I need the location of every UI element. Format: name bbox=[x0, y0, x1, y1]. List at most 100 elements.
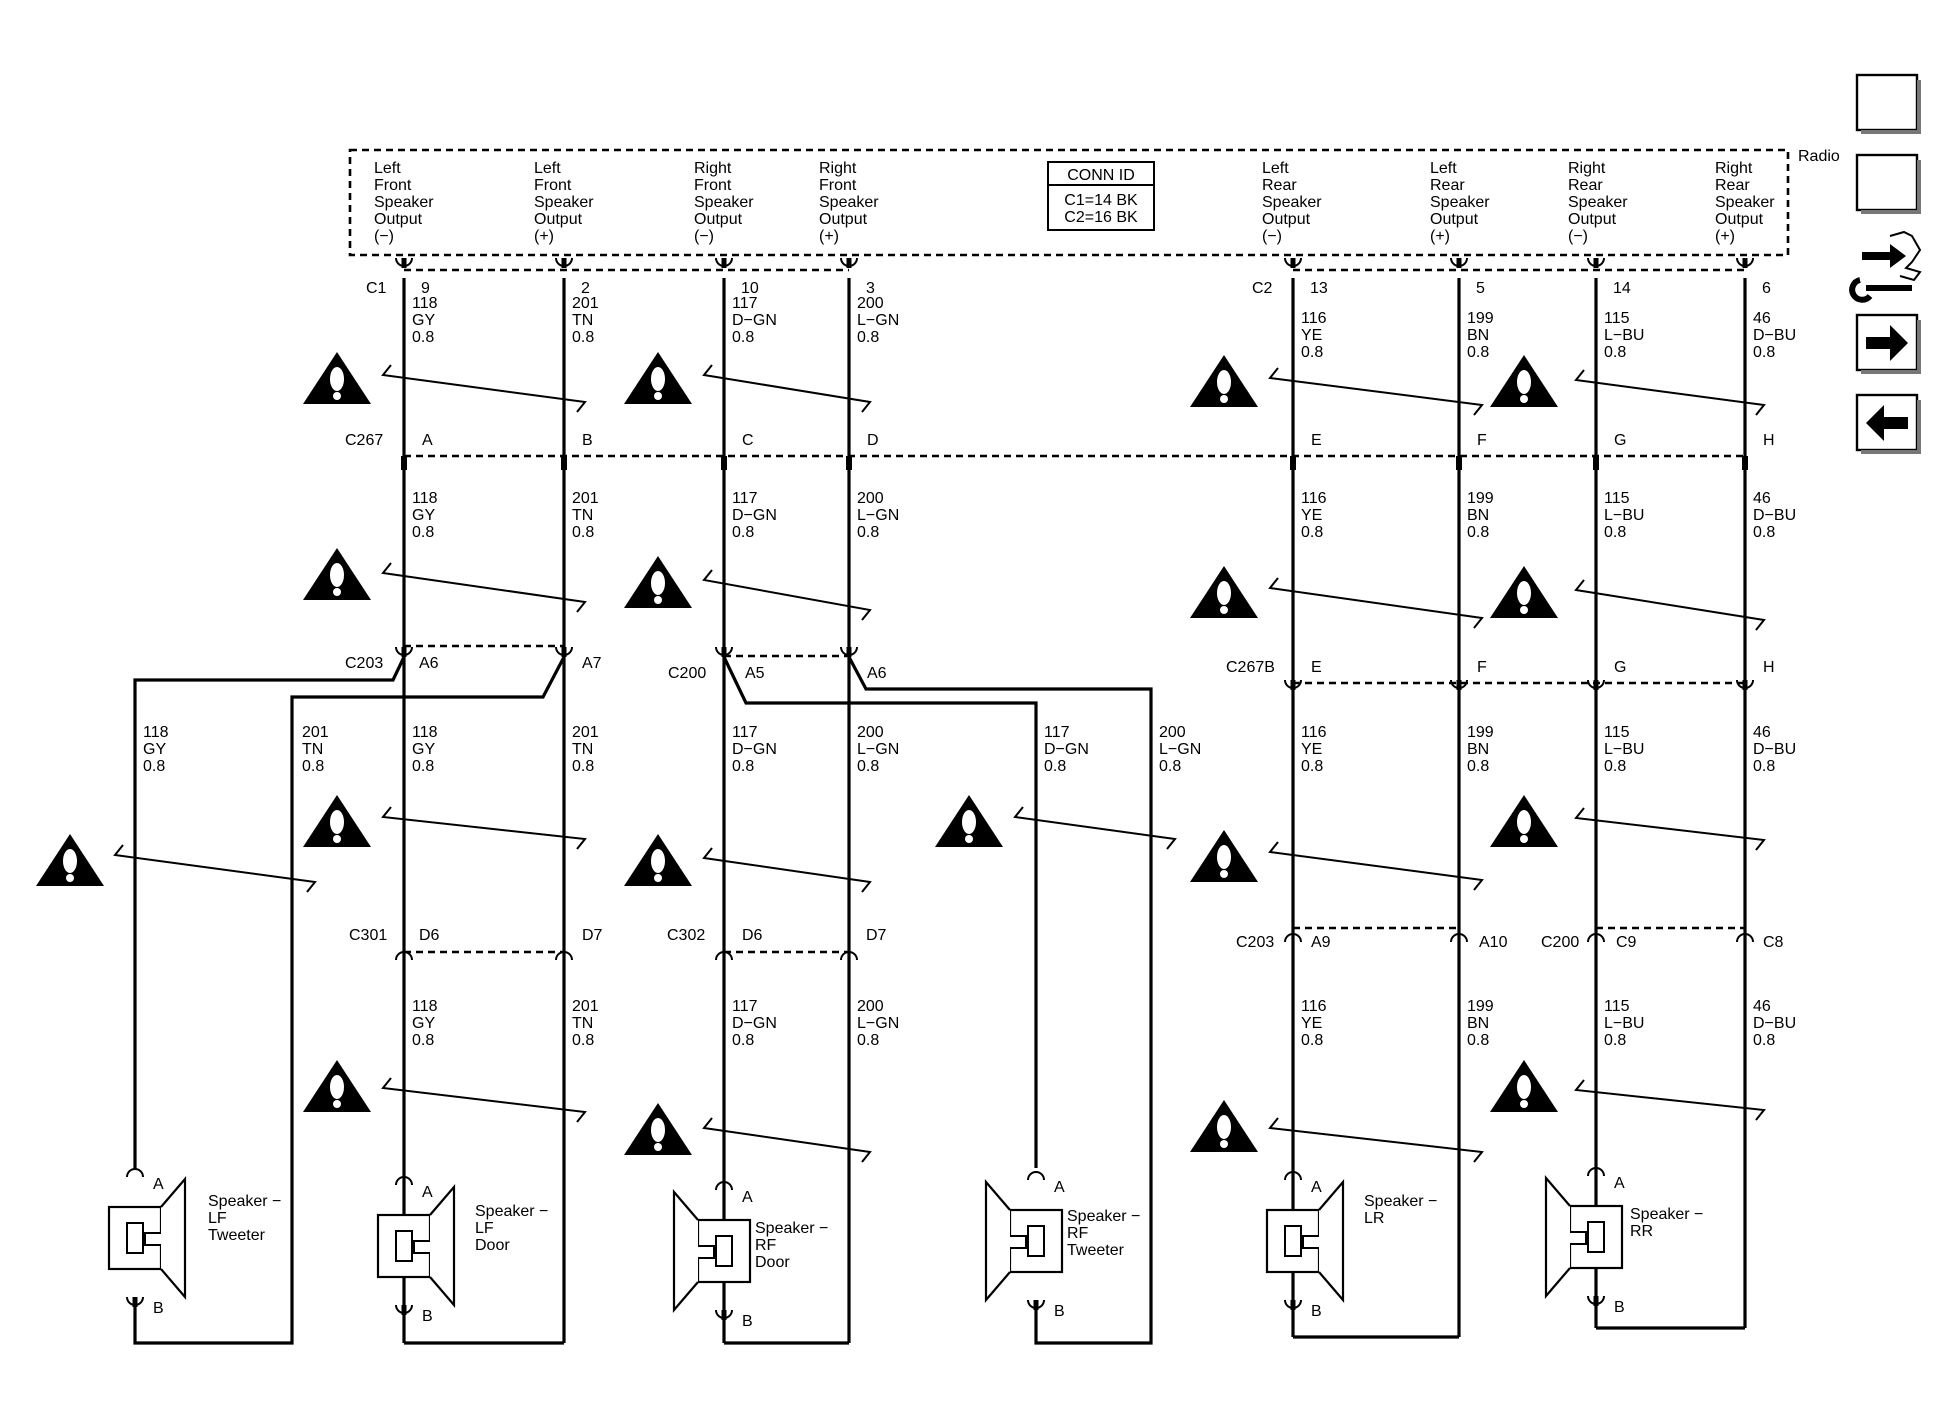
radio-output-label: (+) bbox=[1715, 228, 1735, 245]
navigation-buttons[interactable] bbox=[1849, 73, 1922, 454]
wire-label-w4: L−GN bbox=[857, 312, 899, 329]
wire-label-w1: 0.8 bbox=[412, 329, 434, 346]
connector-pin bbox=[132, 1297, 138, 1307]
warning-icon-dot bbox=[1220, 395, 1228, 403]
desc-button-shadow bbox=[1861, 210, 1921, 214]
radio-output-label: Left bbox=[534, 160, 561, 177]
wire-label-w5: 116 bbox=[1301, 998, 1327, 1015]
speaker-label-rf_tweeter: RF bbox=[1067, 1225, 1089, 1242]
wire-label-w3: 0.8 bbox=[1044, 758, 1066, 775]
wire-label-w4: 200 bbox=[857, 295, 884, 312]
warning-icon-mark bbox=[1217, 845, 1231, 869]
warning-icon-dot bbox=[654, 392, 662, 400]
speaker-lf_tweeter-magnet bbox=[144, 1232, 164, 1246]
radio-output-label: Speaker bbox=[1568, 194, 1628, 211]
speaker-rf_door-terminal bbox=[715, 1235, 733, 1267]
arrow-left-icon[interactable] bbox=[1866, 405, 1908, 441]
wire-label-w7: L−BU bbox=[1604, 1015, 1644, 1032]
pin-label: F bbox=[1477, 659, 1487, 676]
speaker-rr-cone bbox=[1544, 1175, 1571, 1299]
wire-label-w8: 46 bbox=[1753, 490, 1771, 507]
pin-label: 9 bbox=[421, 280, 430, 297]
wire-label-w1: 118 bbox=[143, 724, 169, 741]
wire-label-w4: 200 bbox=[857, 724, 884, 741]
wire-label-w1: 0.8 bbox=[143, 758, 165, 775]
speaker-label-rr: Speaker − bbox=[1630, 1206, 1703, 1223]
loc-button[interactable] bbox=[1855, 73, 1919, 132]
twisted-pair-symbol bbox=[1574, 807, 1766, 851]
arrow-right-icon[interactable] bbox=[1866, 325, 1908, 361]
radio-output-label: Output bbox=[694, 211, 743, 228]
wire-label-w5: 0.8 bbox=[1301, 344, 1323, 361]
pin-label: A6 bbox=[867, 665, 887, 682]
wire-label-w3: D−GN bbox=[1044, 741, 1089, 758]
wire-label-w7: L−BU bbox=[1604, 507, 1644, 524]
wire-label-w1: GY bbox=[412, 312, 435, 329]
radio-output-label: (−) bbox=[374, 228, 394, 245]
pin-label: G bbox=[1614, 659, 1626, 676]
connector-terminal bbox=[840, 951, 858, 961]
wire-label-w2: TN bbox=[572, 1015, 593, 1032]
warning-icon-mark bbox=[1517, 370, 1531, 394]
connector-pin bbox=[721, 647, 727, 657]
wiring-tools-icon[interactable] bbox=[1862, 244, 1906, 268]
connector-terminal bbox=[1587, 1167, 1605, 1177]
wire-label-w4: 0.8 bbox=[857, 758, 879, 775]
wire-label-w5: 116 bbox=[1301, 724, 1327, 741]
wire-label-w6: BN bbox=[1467, 741, 1489, 758]
connector-pin bbox=[1593, 456, 1599, 470]
radio-output-label: Rear bbox=[1568, 177, 1603, 194]
warning-icon-mark bbox=[1217, 1115, 1231, 1139]
warning-icon-dot bbox=[1220, 606, 1228, 614]
warning-icon-dot bbox=[66, 874, 74, 882]
radio-output-label: Right bbox=[1715, 160, 1753, 177]
wire-label-w1: GY bbox=[143, 741, 166, 758]
pin-label: A bbox=[422, 432, 433, 449]
wire-label-w8: 0.8 bbox=[1753, 1032, 1775, 1049]
radio-output-label: (+) bbox=[819, 228, 839, 245]
wire-label-w6: 199 bbox=[1467, 490, 1494, 507]
radio-output-label: Left bbox=[374, 160, 401, 177]
wire-label-w5: YE bbox=[1301, 507, 1322, 524]
pin-label: A bbox=[153, 1176, 164, 1193]
connector-pin bbox=[1456, 680, 1462, 690]
wire-rf-tweeter-neg bbox=[722, 656, 1038, 1168]
pin-label: A bbox=[1054, 1179, 1065, 1196]
wire-label-w2: 0.8 bbox=[572, 329, 594, 346]
twisted-pair-symbol bbox=[381, 806, 587, 850]
wire-label-w8: D−BU bbox=[1753, 1015, 1796, 1032]
wire-label-w3: 117 bbox=[732, 490, 758, 507]
radio-output-label: Front bbox=[819, 177, 857, 194]
warning-icon-mark bbox=[1517, 581, 1531, 605]
previous-button-shadow bbox=[1861, 450, 1921, 454]
wire-lf-tweeter-neg bbox=[133, 656, 406, 1168]
wire-label-w3: 0.8 bbox=[732, 758, 754, 775]
wire-label-w3: D−GN bbox=[732, 312, 777, 329]
radio-output-label: Right bbox=[819, 160, 857, 177]
connector-pin bbox=[1593, 680, 1599, 690]
radio-output-label: Speaker bbox=[374, 194, 434, 211]
speaker-rr-magnet bbox=[1567, 1231, 1587, 1245]
connector-c267b-label: C267B bbox=[1226, 659, 1275, 676]
warning-icon-mark bbox=[330, 367, 344, 391]
wire-label-w3: 0.8 bbox=[732, 524, 754, 541]
wire-label-w3: 117 bbox=[732, 724, 758, 741]
connector-pin bbox=[1456, 258, 1462, 268]
connector-pin bbox=[721, 258, 727, 268]
wire-label-w2: TN bbox=[302, 741, 323, 758]
connector-pin bbox=[1290, 1300, 1296, 1310]
wire-label-w8: D−BU bbox=[1753, 741, 1796, 758]
next-button-shadow bbox=[1917, 320, 1921, 374]
pin-label: D7 bbox=[866, 927, 887, 944]
warning-icon-mark bbox=[330, 563, 344, 587]
radio-output-label: Output bbox=[1715, 211, 1764, 228]
wire-label-w5: 0.8 bbox=[1301, 524, 1323, 541]
pin-label: A10 bbox=[1479, 934, 1508, 951]
radio-output-label: (−) bbox=[694, 228, 714, 245]
desc-button[interactable] bbox=[1855, 153, 1919, 212]
twisted-pair-symbol bbox=[1574, 369, 1766, 416]
connector-pin bbox=[846, 258, 852, 268]
pin-label: F bbox=[1477, 432, 1487, 449]
wire-label-w3: D−GN bbox=[732, 741, 777, 758]
